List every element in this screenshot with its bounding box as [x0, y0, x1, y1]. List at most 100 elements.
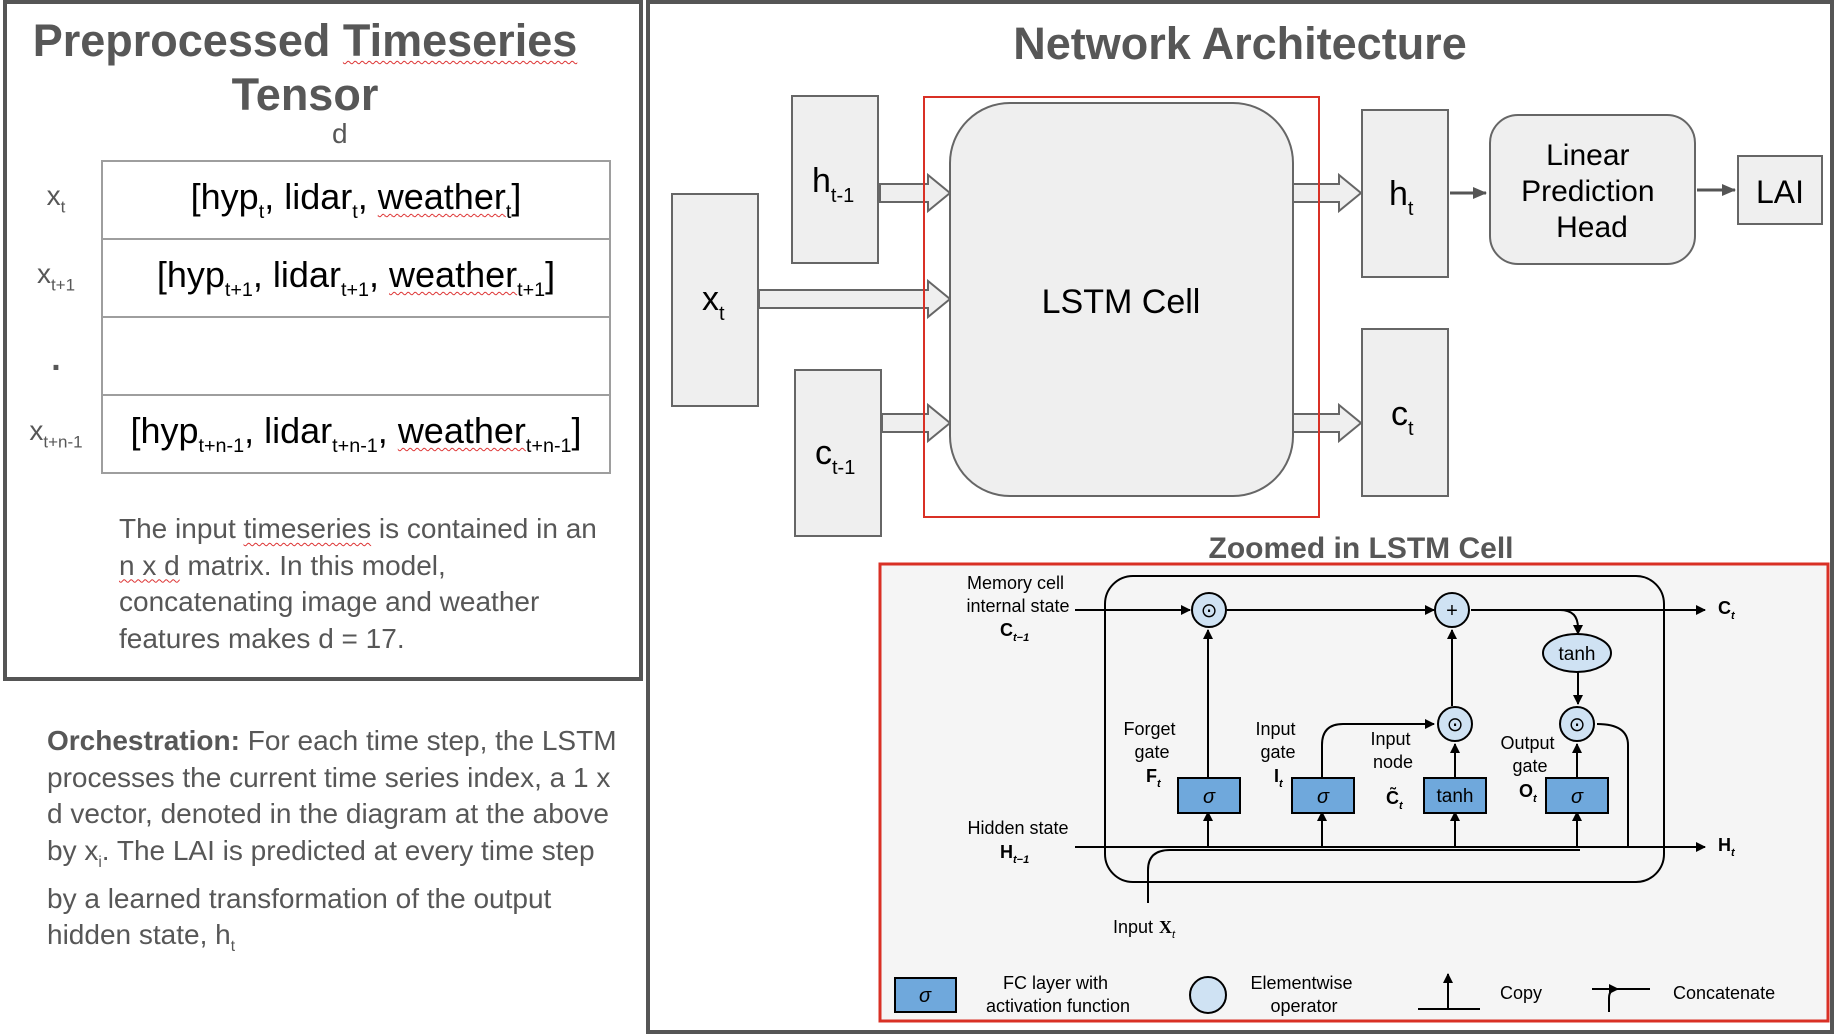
- row-label-3-main: .: [51, 340, 61, 378]
- box-x-label: xt: [702, 280, 725, 325]
- row-label-2: xt+1: [14, 258, 98, 296]
- cell-sub: t: [258, 200, 265, 223]
- zoom-c-to-tanh: [1559, 609, 1583, 635]
- lstm-cell-box: [949, 102, 1294, 497]
- row-label-4: xt+n-1: [14, 415, 98, 453]
- node-fc-label: tanh: [1437, 786, 1474, 807]
- desc-text: n x d: [119, 549, 180, 581]
- box-c-t: [1361, 328, 1449, 497]
- zoom-h-out-path: [1596, 723, 1629, 847]
- cell-sub: t: [352, 200, 358, 223]
- cell-text: weather: [397, 410, 526, 452]
- row-label-1-sub: t: [60, 197, 66, 217]
- op-add-sym: +: [1446, 600, 1458, 622]
- orchestration-text: Orchestration: For each time step, the L…: [47, 723, 617, 966]
- network-panel: [646, 0, 1834, 1034]
- legend-fc-symbol: σ: [919, 985, 932, 1007]
- matrix-row: [hypt, lidart, weathert]: [101, 160, 611, 240]
- row-label-3: .: [14, 340, 98, 379]
- network-title: Network Architecture: [1013, 18, 1467, 69]
- row-label-4-sub: t+n-1: [43, 432, 83, 452]
- legend-concat-label: Concatenate: [1673, 983, 1775, 1003]
- zoom-input-mult: [1437, 706, 1473, 742]
- desc-text: The input: [119, 513, 244, 544]
- zoom-output-mult: [1559, 706, 1595, 742]
- legend-fc-swatch: [894, 977, 957, 1013]
- arrow-h-out: [1291, 172, 1363, 214]
- arrow-h-prev: [879, 172, 952, 214]
- orch-sub: t: [230, 938, 235, 956]
- cell-text: ,: [377, 410, 398, 452]
- box-x: [671, 193, 759, 407]
- desc-text: matrix. In this model, concatenating ima…: [119, 549, 540, 654]
- row-label-1-main: x: [46, 180, 61, 211]
- row-label-2-main: x: [36, 258, 51, 289]
- matrix-row: [101, 316, 611, 396]
- orch-sub: i: [98, 853, 102, 871]
- desc-text: timeseries: [243, 513, 372, 544]
- zoom-tanh-op: [1542, 633, 1612, 673]
- cell-text: ]: [511, 176, 522, 218]
- lstm-highlight: [923, 96, 1320, 518]
- input-gate-sym: It: [1274, 766, 1284, 790]
- tensor-title-line1a: Preprocessed: [32, 15, 343, 66]
- input-fc-label: σ: [1317, 786, 1330, 808]
- arrow-c-out: [1291, 402, 1363, 444]
- row-label-4-main: x: [29, 415, 44, 446]
- row-label-1: xt: [14, 180, 98, 218]
- forget-gate-label: Forget gate: [1123, 719, 1180, 762]
- zoom-add: [1434, 592, 1470, 628]
- box-h-prev-label: ht-1: [812, 162, 854, 207]
- row-label-2-sub: t+1: [50, 275, 76, 295]
- box-lai: [1737, 155, 1823, 225]
- output-gate-sym: Ot: [1519, 781, 1538, 805]
- cell-sub: t+n-1: [198, 434, 245, 457]
- legend-copy-label: Copy: [1500, 983, 1542, 1003]
- head-label: Linear Prediction Head: [1521, 139, 1663, 244]
- box-h-t-label: ht: [1389, 175, 1414, 220]
- cell-text: ,: [357, 176, 378, 218]
- cell-sub: t+1: [340, 278, 370, 301]
- input-gate-label: Input gate: [1255, 719, 1300, 762]
- matrix-cell: [hypt+1, lidart+1, weathert+1]: [101, 238, 611, 318]
- tensor-title-line1b: Timeseries: [342, 15, 578, 66]
- legend-elementwise-label: Elementwise operator: [1250, 973, 1357, 1016]
- tensor-description: The input timeseries is contained in an …: [119, 511, 599, 657]
- op-mult-sym: ⊙: [1447, 714, 1464, 736]
- legend-elementwise-swatch: [1189, 976, 1227, 1014]
- cell-text: , lidar: [264, 176, 353, 218]
- arrow-x: [758, 278, 952, 320]
- tensor-title-line2: Tensor: [231, 69, 379, 120]
- orch-text: For each time step, the LSTM processes t…: [47, 725, 617, 866]
- dim-label: d: [332, 118, 348, 149]
- orch-text: . The LAI is predicted at every time ste…: [47, 834, 595, 951]
- zoom-input-up: [1321, 719, 1435, 778]
- input-node-sym: C̃t: [1386, 786, 1404, 812]
- forget-gate-sym: Ft: [1146, 766, 1162, 790]
- matrix-cell-empty: [101, 316, 611, 396]
- memory-cell-label: Memory cell internal state: [966, 573, 1069, 616]
- cell-text: ]: [571, 410, 582, 452]
- legend-concat-icon: [1592, 989, 1650, 1012]
- cell-text: ]: [545, 254, 556, 296]
- input-node-label: Input node: [1370, 729, 1415, 772]
- matrix-row: [hypt+1, lidart+1, weathert+1]: [101, 238, 611, 318]
- op-mult-sym: ⊙: [1569, 714, 1586, 736]
- matrix-cell: [hypt+n-1, lidart+n-1, weathert+n-1]: [101, 394, 611, 474]
- box-c-prev-label: ct-1: [815, 434, 855, 479]
- cell-sub: t+n-1: [525, 434, 572, 457]
- orchestration-label: Orchestration:: [47, 725, 240, 756]
- zoom-input-fc: [1291, 777, 1355, 814]
- zoom-cell-outline: [1104, 575, 1665, 883]
- legend-fc-label: FC layer with activation function: [986, 973, 1130, 1016]
- zoom-node-fc: [1423, 777, 1487, 814]
- zoom-forget-mult: [1191, 592, 1227, 628]
- cell-text: [hyp: [130, 410, 199, 452]
- zoom-title: Zoomed in LSTM Cell: [1209, 532, 1514, 565]
- box-h-prev: [791, 95, 879, 264]
- output-fc-label: σ: [1571, 786, 1584, 808]
- box-c-t-label: ct: [1391, 395, 1414, 440]
- cell-text: , lidar: [244, 410, 333, 452]
